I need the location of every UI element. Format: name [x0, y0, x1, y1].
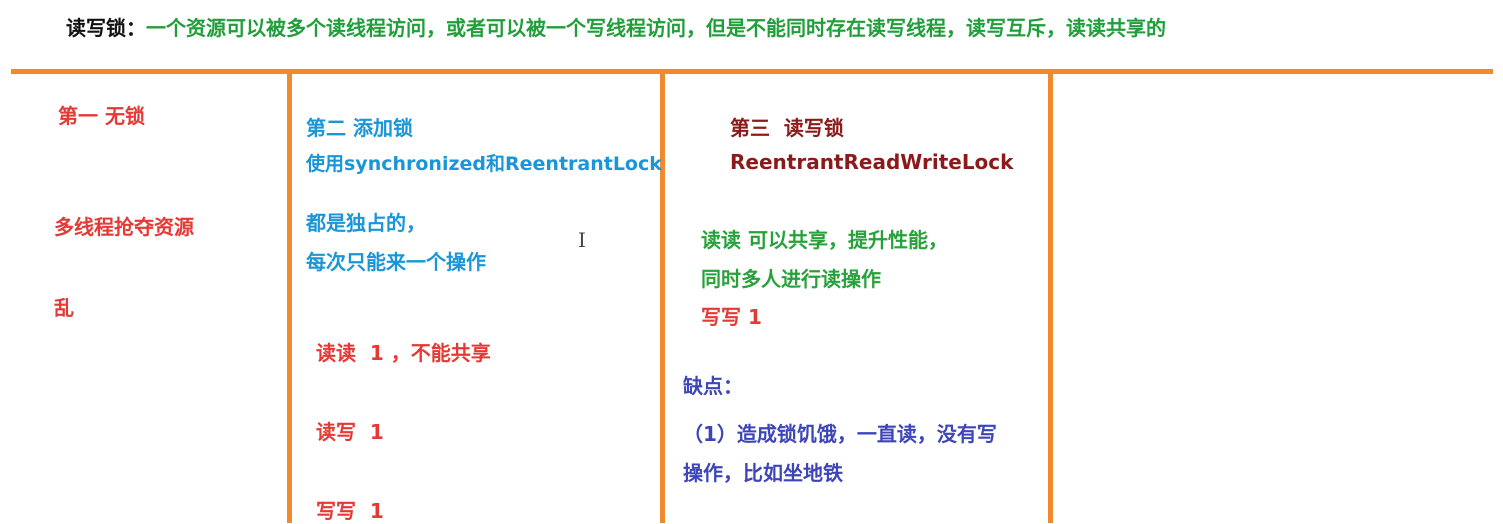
col3-write-case: 写写 1 [701, 305, 762, 329]
column-divider-2 [660, 69, 665, 523]
col2-note-1: 都是独占的， [306, 211, 426, 235]
col1-line-2: 乱 [54, 296, 74, 320]
col3-benefit-2: 同时多人进行读操作 [701, 267, 881, 291]
col2-case-write-write: 写写 1 [316, 499, 384, 523]
col1-line-1: 多线程抢夺资源 [54, 215, 194, 239]
col2-title: 第二 添加锁 [306, 116, 413, 140]
col1-title: 第一 无锁 [58, 104, 145, 128]
header-term: 读写锁： [66, 16, 146, 40]
header-statement: 读写锁：一个资源可以被多个读线程访问，或者可以被一个写线程访问，但是不能同时存在… [66, 12, 1166, 41]
col3-drawback-1: （1）造成锁饥饿，一直读，没有写 [683, 422, 997, 446]
col2-subtitle: 使用synchronized和ReentrantLock [306, 153, 662, 175]
col3-benefit-1: 读读 可以共享，提升性能， [701, 228, 948, 252]
empty-column [1053, 74, 1493, 523]
col3-drawback-2: 操作，比如坐地铁 [683, 461, 843, 485]
header-definition: 一个资源可以被多个读线程访问，或者可以被一个写线程访问，但是不能同时存在读写线程… [146, 16, 1166, 40]
col3-title: 第三 读写锁 [730, 116, 844, 140]
column-divider-3 [1048, 69, 1053, 523]
col3-drawback-label: 缺点： [683, 374, 743, 398]
col3-subtitle: ReentrantReadWriteLock [730, 150, 1014, 174]
column-divider-1 [287, 69, 292, 523]
col2-note-2: 每次只能来一个操作 [306, 250, 486, 274]
col2-case-read-write: 读写 1 [316, 420, 384, 444]
col2-case-read-read: 读读 1 ，不能共享 [316, 341, 491, 365]
horizontal-divider [11, 69, 1493, 74]
text-cursor-icon: I [578, 228, 586, 252]
